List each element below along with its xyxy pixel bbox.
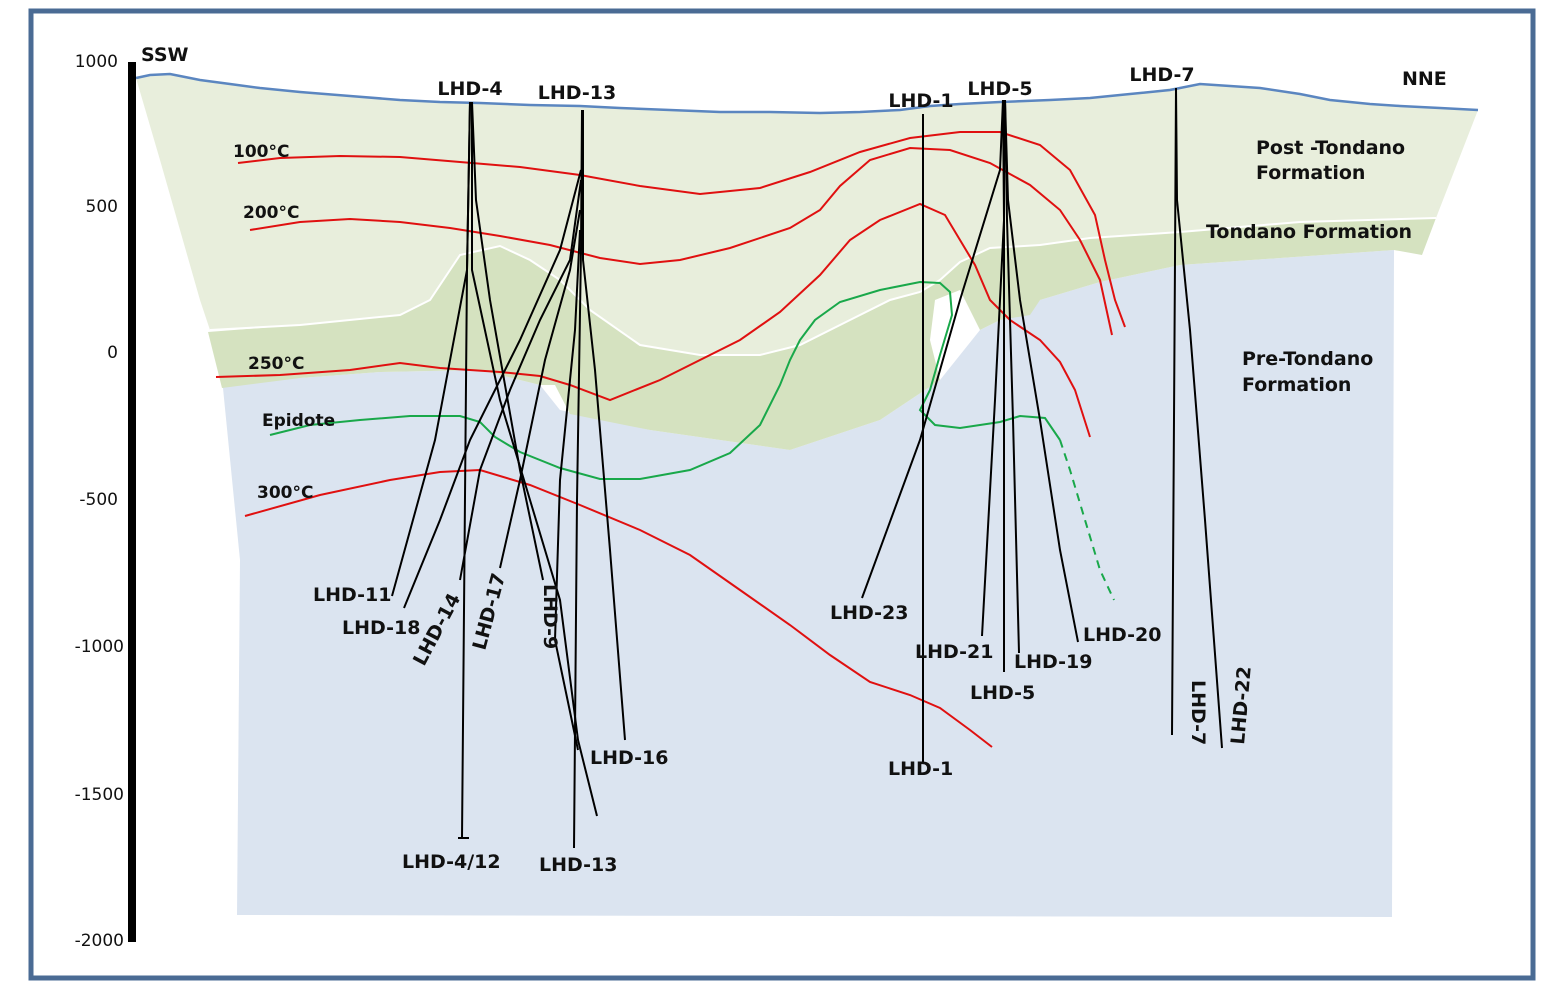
surface-topography-line [135,72,1479,115]
well-top-label-lhd-1: LHD-1 [888,90,953,112]
pre-tondano-label-line1: Pre-Tondano [1242,348,1373,370]
well-trace-lhd-11 [391,101,471,597]
isotherm-250c-label: 250°C [248,354,304,374]
well-traces [391,87,1223,849]
isotherm-100c-label: 100°C [233,142,289,162]
well-top-label-lhd-4: LHD-4 [437,78,502,100]
direction-label-right: NNE [1402,68,1447,90]
well-bottom-label-lhd-7: LHD-7 [1187,680,1209,745]
well-trace-lhd-13 [573,109,583,849]
well-trace-lhd-9 [471,101,544,581]
well-bottom-label-lhd-20: LHD-20 [1083,624,1161,646]
isotherm-250c-line [215,202,1091,438]
isotherm-200c-label: 200°C [243,203,299,223]
isotherm-100c-line [237,131,1126,328]
depth-axis-bar [128,62,136,942]
well-top-label-lhd-13: LHD-13 [538,82,616,104]
well-bottom-label-lhd-5: LHD-5 [970,682,1035,704]
pre-tondano-label: Pre-Tondano Formation [1242,348,1380,396]
post-tondano-label-line2: Formation [1256,162,1365,184]
well-bottom-label-lhd-21: LHD-21 [915,641,993,663]
well-bottom-label-lhd-23: LHD-23 [830,602,908,624]
formation-boundary-upper [209,217,1437,356]
well-trace-lhd-23 [861,99,1004,599]
pre-tondano-label-line2: Formation [1242,374,1351,396]
well-bottom-label-lhd-1: LHD-1 [888,758,953,780]
well-trace-lhd-16-a [471,102,598,817]
pre-tondano-formation-area [222,250,1394,917]
depth-tick-label: -2000 [75,931,124,951]
well-trace-lhd-20 [1004,99,1079,643]
well-trace-lhd-17 [499,209,581,569]
tondano-label: Tondano Formation [1206,221,1412,243]
well-bottom-label-lhd-13: LHD-13 [539,854,617,876]
epidote-isograd-line [269,280,1061,480]
well-trace-lhd-18 [403,169,582,609]
well-bottom-label-lhd-16: LHD-16 [590,747,668,769]
well-top-label-lhd-5: LHD-5 [967,78,1032,100]
well-trace-lhd-22 [1175,87,1223,749]
depth-tick-label: 0 [107,343,118,363]
well-top-label-lhd-7: LHD-7 [1129,64,1194,86]
well-bottom-label-lhd-19: LHD-19 [1014,651,1092,673]
depth-tick-label: -1500 [75,785,124,805]
well-bottom-label-lhd-9: LHD-9 [539,584,561,649]
well-trace-lhd-14 [459,179,582,581]
depth-tick-label: 1000 [75,52,118,72]
direction-label-left: SSW [141,44,189,66]
well-bottom-label-lhd-4-12: LHD-4/12 [402,851,501,873]
depth-tick-label: 500 [86,197,118,217]
isotherm-300c-line [244,468,993,748]
well-trace-lhd-16 [582,110,626,741]
epidote-label: Epidote [262,411,335,431]
isotherm-300c-label: 300°C [257,483,313,503]
depth-tick-label: -500 [79,490,118,510]
well-bottom-label-lhd-11: LHD-11 [313,584,391,606]
post-tondano-label-line1: Post -Tondano [1256,137,1405,159]
post-tondano-label: Post -Tondano Formation [1256,137,1412,184]
well-trace-lhd-13-b [553,229,581,751]
depth-tick-label: -1000 [75,637,124,657]
isotherm-200c-line [249,146,1113,336]
epidote-isograd-dashed [1059,439,1115,601]
depth-axis-ticks: 1000 500 0 -500 -1000 -1500 -2000 [75,52,124,951]
well-bottom-label-lhd-18: LHD-18 [342,617,420,639]
